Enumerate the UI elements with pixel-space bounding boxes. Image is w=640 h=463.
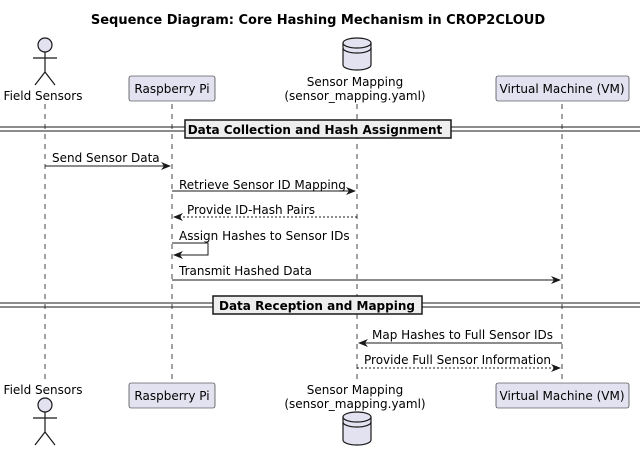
participant-label-line1: Sensor Mapping: [307, 75, 403, 89]
participant-label-line2: (sensor_mapping.yaml): [284, 397, 425, 411]
participant-label: Raspberry Pi: [134, 82, 209, 96]
section-divider-1: Data Collection and Hash Assignment: [0, 119, 640, 139]
participant-vm-top: Virtual Machine (VM): [495, 75, 630, 102]
message-label: Provide ID-Hash Pairs: [187, 203, 315, 217]
database-icon: [342, 411, 372, 446]
message-label: Transmit Hashed Data: [178, 264, 312, 278]
participant-label: Field Sensors: [4, 383, 83, 397]
participant-sensor-mapping-top: Sensor Mapping (sensor_mapping.yaml): [284, 37, 426, 103]
actor-icon: [33, 397, 57, 446]
section-label: Data Reception and Mapping: [219, 299, 415, 313]
section-divider-2: Data Reception and Mapping: [0, 295, 640, 315]
participant-raspberry-pi-top: Raspberry Pi: [128, 75, 216, 102]
message-arrow-assign-hashes: [172, 242, 209, 259]
message-label: Assign Hashes to Sensor IDs: [179, 229, 350, 243]
participant-field-sensors-bottom: Field Sensors: [4, 383, 83, 446]
participant-label: Raspberry Pi: [134, 389, 209, 403]
section-label: Data Collection and Hash Assignment: [188, 123, 443, 137]
message-label: Provide Full Sensor Information: [364, 353, 551, 367]
participant-label: Virtual Machine (VM): [500, 389, 625, 403]
lifelines: [44, 104, 563, 384]
message-label: Retrieve Sensor ID Mapping: [179, 178, 346, 192]
participant-field-sensors-top: Field Sensors: [4, 37, 83, 103]
participant-label-line2: (sensor_mapping.yaml): [284, 89, 425, 103]
message-label: Send Sensor Data: [52, 151, 160, 165]
participant-label: Virtual Machine (VM): [500, 82, 625, 96]
participant-sensor-mapping-bottom: Sensor Mapping (sensor_mapping.yaml): [284, 383, 426, 446]
participant-raspberry-pi-bottom: Raspberry Pi: [128, 382, 216, 409]
diagram-title: Sequence Diagram: Core Hashing Mechanism…: [91, 13, 545, 28]
participant-label-line1: Sensor Mapping: [307, 383, 403, 397]
database-icon: [342, 37, 372, 71]
participant-label: Field Sensors: [4, 89, 83, 103]
actor-icon: [33, 37, 57, 86]
participant-vm-bottom: Virtual Machine (VM): [495, 382, 630, 409]
message-label: Map Hashes to Full Sensor IDs: [372, 328, 553, 342]
